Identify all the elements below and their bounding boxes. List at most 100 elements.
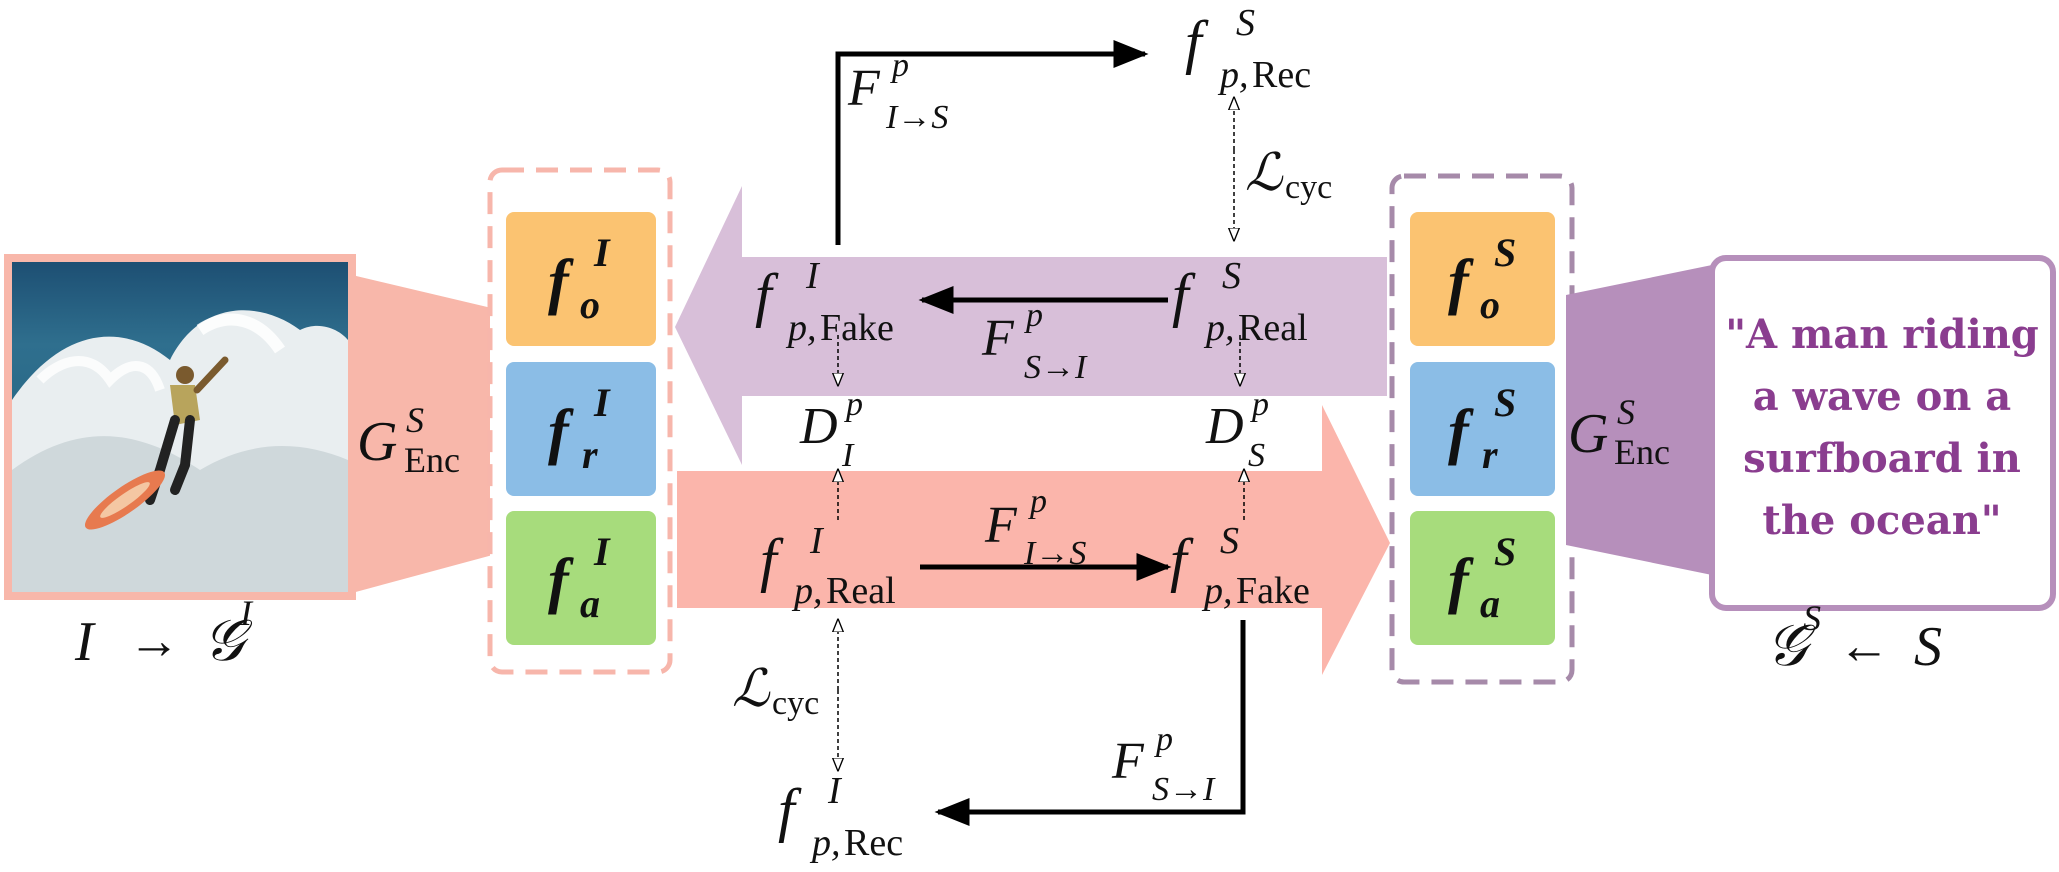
- sentence-box: [1709, 255, 2056, 611]
- discriminator-image: D p I: [799, 386, 863, 474]
- svg-text:p,: p,: [791, 570, 823, 612]
- arrow-bottom-loop: [934, 620, 1246, 826]
- svg-text:Fake: Fake: [1236, 570, 1310, 612]
- svg-text:o: o: [1480, 282, 1500, 327]
- svg-text:I→S: I→S: [1023, 535, 1086, 572]
- svg-text:→: →: [128, 613, 180, 670]
- svg-text:S: S: [1617, 392, 1635, 432]
- svg-text:p: p: [1024, 297, 1043, 334]
- f-i-to-s-label: F p I→S: [984, 483, 1086, 572]
- svg-text:f: f: [1185, 9, 1209, 75]
- f-p-real-image: f I p, Real: [760, 520, 896, 612]
- svg-text:Enc: Enc: [404, 440, 460, 480]
- svg-text:←: ←: [1838, 618, 1890, 675]
- svg-text:D: D: [1205, 398, 1244, 455]
- svg-text:o: o: [580, 282, 600, 327]
- svg-text:S→I: S→I: [1152, 771, 1216, 808]
- image-feature-r: f I r: [506, 362, 656, 496]
- svg-text:I: I: [593, 529, 611, 574]
- svg-text:r: r: [582, 432, 598, 477]
- l-cyc-bottom: ℒ cyc: [732, 661, 819, 722]
- surfer-photo-icon: [12, 262, 348, 592]
- sentence-feature-o: f S o: [1410, 212, 1555, 346]
- svg-text:I: I: [74, 611, 96, 673]
- sentence-line-3: surfboard in: [1743, 435, 2021, 482]
- center-flow: [675, 186, 1390, 675]
- f-p-fake-image: f I p, Fake: [755, 255, 894, 349]
- svg-text:p,: p,: [785, 307, 817, 349]
- svg-text:F: F: [1111, 733, 1145, 790]
- svg-text:p: p: [1028, 483, 1047, 520]
- svg-text:I: I: [805, 255, 821, 297]
- image-caption: I → 𝒢 I: [74, 593, 254, 673]
- sentence-feature-r: f S r: [1410, 362, 1555, 496]
- svg-text:F: F: [847, 60, 881, 117]
- arrow-top-loop: [835, 40, 1149, 245]
- svg-text:F: F: [981, 310, 1015, 367]
- svg-text:I: I: [827, 770, 843, 812]
- svg-text:S: S: [1494, 380, 1516, 425]
- sentence-encoder-funnel: [1566, 265, 1712, 575]
- svg-text:p: p: [1250, 386, 1269, 423]
- sentence-line-4: the ocean": [1762, 497, 2001, 544]
- svg-text:I: I: [841, 437, 855, 474]
- svg-text:cyc: cyc: [772, 685, 819, 722]
- svg-text:G: G: [1568, 403, 1608, 465]
- left-encoder-label: G S Enc: [357, 400, 460, 480]
- pink-flow-arrow: [677, 405, 1390, 675]
- svg-text:p: p: [1154, 721, 1173, 758]
- svg-text:p,: p,: [1201, 570, 1233, 612]
- sentence-panel: G S Enc "A man riding a wave on a surfbo…: [1566, 255, 2056, 678]
- svg-text:S: S: [1914, 616, 1942, 678]
- purple-flow-arrow: [675, 186, 1387, 465]
- right-encoder-label: G S Enc: [1568, 392, 1670, 472]
- svg-text:cyc: cyc: [1285, 169, 1332, 206]
- svg-text:I: I: [809, 520, 825, 562]
- svg-text:p: p: [890, 47, 909, 84]
- image-feature-o: f I o: [506, 212, 656, 346]
- f-s-to-i-bottom-label: F p S→I: [1111, 721, 1216, 808]
- svg-text:r: r: [1482, 432, 1498, 477]
- svg-text:S→I: S→I: [1024, 349, 1088, 386]
- svg-text:p,: p,: [1203, 307, 1235, 349]
- image-panel: I → 𝒢 I: [4, 254, 500, 673]
- svg-text:Enc: Enc: [1614, 432, 1670, 472]
- svg-text:S: S: [1494, 529, 1516, 574]
- image-encoder-funnel: [352, 275, 500, 593]
- svg-text:a: a: [1480, 581, 1500, 626]
- svg-text:S: S: [1222, 255, 1241, 297]
- svg-text:Real: Real: [1238, 307, 1308, 349]
- svg-text:Rec: Rec: [844, 822, 903, 864]
- svg-text:S: S: [1220, 520, 1239, 562]
- svg-text:S: S: [1494, 230, 1516, 275]
- svg-text:ℒ: ℒ: [1245, 145, 1284, 202]
- f-i-to-s-top-label: F p I→S: [847, 47, 948, 136]
- svg-text:S: S: [1236, 2, 1255, 44]
- svg-text:ℒ: ℒ: [732, 661, 771, 718]
- svg-text:F: F: [984, 497, 1018, 554]
- svg-text:Rec: Rec: [1252, 54, 1311, 96]
- discriminator-sentence: D p S: [1205, 386, 1269, 474]
- f-p-rec-sentence: f S p, Rec: [1185, 2, 1311, 96]
- sentence-feature-a: f S a: [1410, 511, 1555, 645]
- svg-text:Fake: Fake: [820, 307, 894, 349]
- svg-text:S: S: [1248, 437, 1265, 474]
- svg-text:p: p: [844, 386, 863, 423]
- svg-text:I: I: [239, 593, 254, 633]
- f-s-to-i-label: F p S→I: [981, 297, 1088, 386]
- f-p-fake-sentence: f S p, Fake: [1170, 520, 1310, 612]
- svg-text:S: S: [406, 400, 424, 440]
- svg-text:S: S: [1803, 598, 1821, 638]
- l-cyc-top: ℒ cyc: [1245, 145, 1332, 206]
- svg-text:f: f: [778, 777, 802, 843]
- f-p-rec-image: f I p, Rec: [778, 770, 903, 864]
- svg-text:I: I: [593, 230, 611, 275]
- svg-text:G: G: [357, 411, 397, 473]
- svg-text:p,: p,: [1217, 54, 1249, 96]
- sentence-line-2: a wave on a: [1753, 373, 2011, 420]
- svg-text:D: D: [799, 398, 838, 455]
- image-feature-a: f I a: [506, 511, 656, 645]
- svg-text:I: I: [593, 380, 611, 425]
- svg-text:Real: Real: [826, 570, 896, 612]
